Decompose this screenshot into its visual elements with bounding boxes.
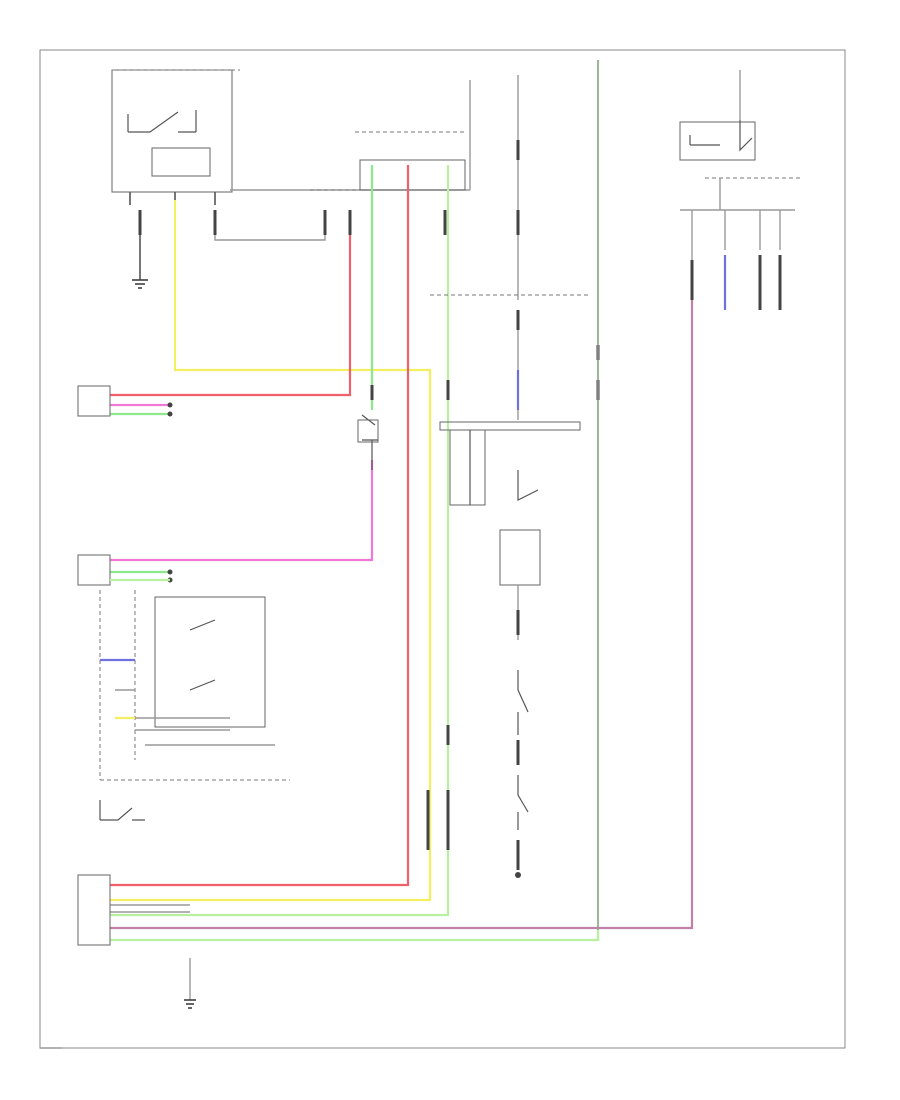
- right-relay-module: [679, 70, 800, 310]
- wire-red-main: [110, 165, 410, 887]
- wire-red-ecu-left: [110, 235, 352, 397]
- wire-lightgreen-bottom: [110, 165, 450, 917]
- wire-violet-right: [110, 260, 694, 930]
- connector-pins-left: [138, 210, 447, 235]
- top-left-relay-module: [111, 69, 240, 205]
- ground-symbol-relay: [132, 279, 148, 289]
- wire-gray-relay-ecu: [214, 235, 326, 241]
- bottom-left-switch: [99, 800, 145, 821]
- mid-right-connectors: [370, 345, 600, 850]
- diagram-frame: [39, 49, 846, 1049]
- ecu-connector-block: [310, 131, 466, 191]
- inner-control-module: [99, 590, 290, 781]
- left-connector-top: [77, 385, 173, 417]
- left-connector-bottom: [77, 874, 196, 1009]
- center-left-switch-box: [357, 419, 379, 443]
- wire-pink-switch: [110, 460, 374, 562]
- center-switch-chain: [430, 75, 590, 878]
- left-connector-mid: [77, 554, 173, 586]
- wire-yellow-main: [110, 200, 432, 902]
